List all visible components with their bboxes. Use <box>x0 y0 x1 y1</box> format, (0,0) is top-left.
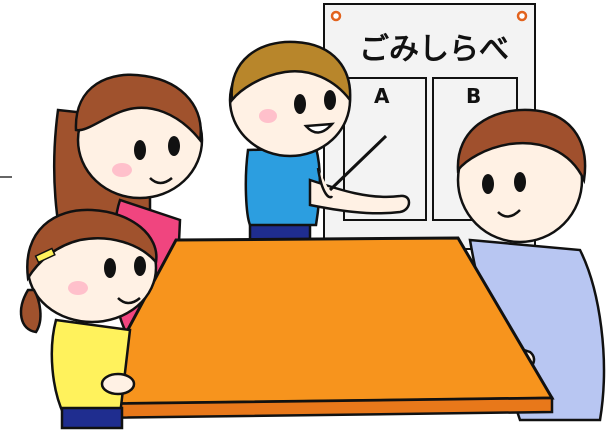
girl-yellow-shirt <box>19 208 158 430</box>
board-title: ごみしらべ <box>359 32 509 67</box>
hair-clip-icon <box>34 247 56 264</box>
column-label-a: A <box>374 84 390 108</box>
push-pin-icon <box>516 10 528 22</box>
boy-blue-shirt-presenter <box>228 40 411 247</box>
pointer-stick-icon <box>328 134 388 192</box>
board-column-a <box>343 77 427 221</box>
push-pin-icon <box>330 10 342 22</box>
column-label-b: B <box>466 84 481 108</box>
